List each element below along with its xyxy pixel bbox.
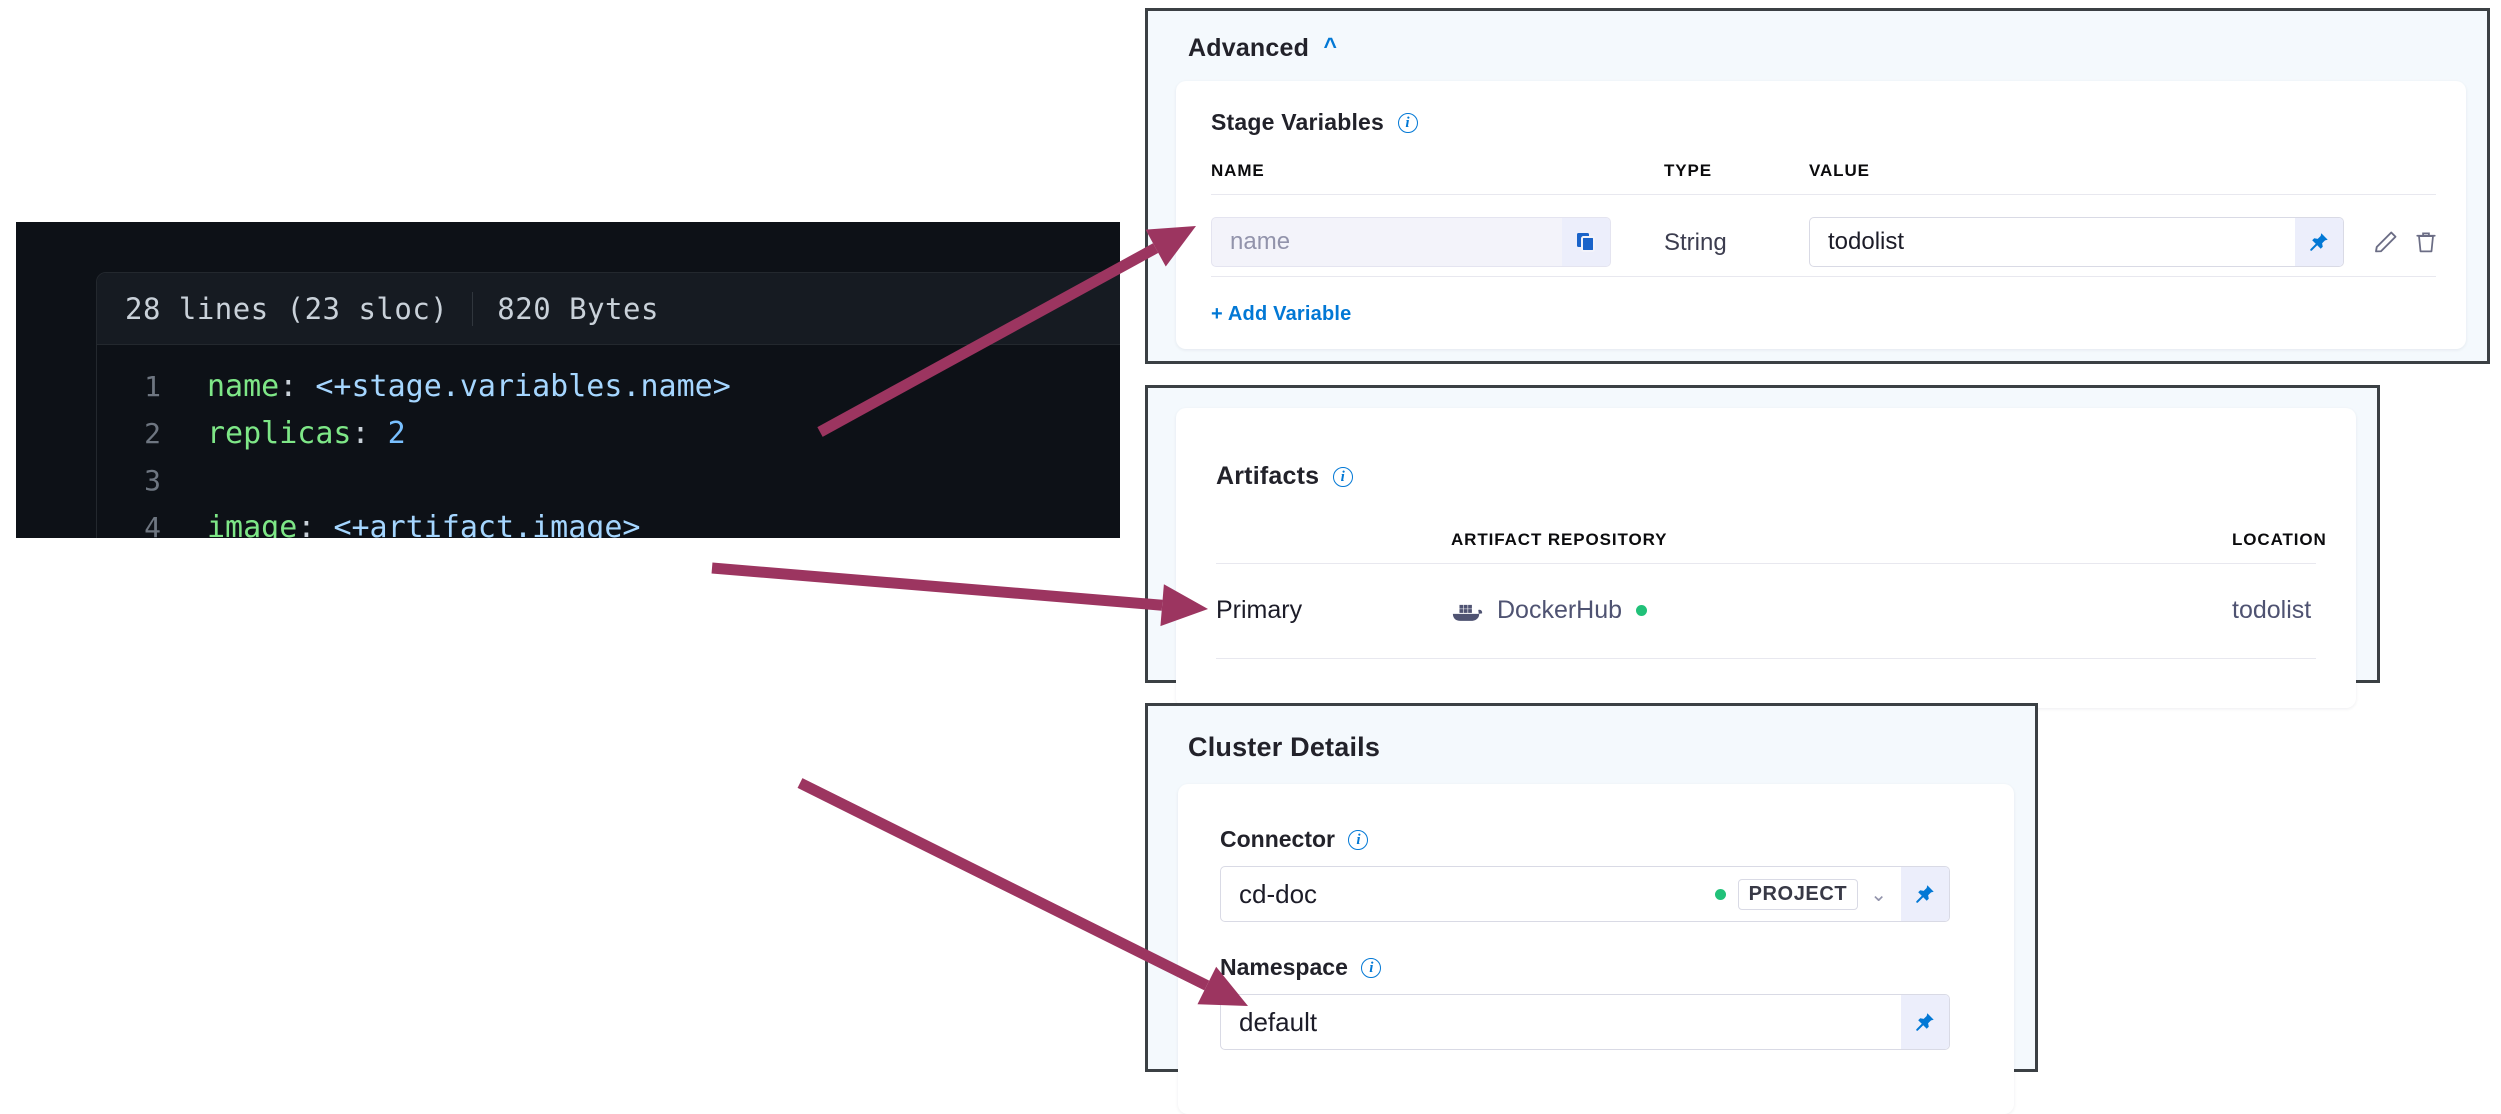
table-row: Primary DockerHub todolis bbox=[1216, 563, 2316, 658]
namespace-label: Namespace bbox=[1220, 954, 1348, 980]
column-header-name: NAME bbox=[1211, 161, 1265, 180]
connector-label: Connector bbox=[1220, 826, 1335, 852]
namespace-value: default bbox=[1239, 1006, 1318, 1037]
info-icon[interactable]: i bbox=[1348, 830, 1369, 850]
pencil-icon bbox=[2375, 231, 2397, 253]
code-viewer-panel: 28 lines (23 sloc) 820 Bytes 1 name: <+st… bbox=[16, 222, 1120, 538]
stage-variables-label-row: Stage Variables i bbox=[1211, 109, 1418, 136]
code-lines-container: 1 name: <+stage.variables.name> 2 replicas:… bbox=[97, 345, 1120, 538]
code-line: 4 image: <+artifact.image> bbox=[97, 504, 1120, 538]
variable-type-value: String bbox=[1664, 229, 1727, 256]
cluster-details-card: Connector i cd-doc PROJECT ⌄ Namespace i bbox=[1178, 784, 2014, 1114]
delete-variable-button[interactable] bbox=[2403, 219, 2449, 265]
line-number: 1 bbox=[144, 370, 161, 403]
code-line: 2 replicas: 2 bbox=[97, 410, 1120, 457]
connector-scope-tag: PROJECT bbox=[1737, 878, 1859, 910]
info-icon[interactable]: i bbox=[1332, 467, 1353, 487]
code-viewer-card: 28 lines (23 sloc) 820 Bytes 1 name: <+st… bbox=[96, 272, 1120, 538]
divider-bottom bbox=[1216, 658, 2316, 659]
divider-top bbox=[1216, 563, 2316, 564]
connector-input[interactable]: cd-doc PROJECT ⌄ bbox=[1220, 866, 1950, 922]
variable-name-input[interactable]: name bbox=[1211, 217, 1611, 267]
chevron-down-icon[interactable]: ⌄ bbox=[1870, 883, 1887, 906]
divider-bottom bbox=[1211, 276, 2436, 277]
line-number: 4 bbox=[144, 511, 161, 538]
divider-top bbox=[1211, 194, 2436, 195]
advanced-title: Advanced bbox=[1188, 34, 1310, 62]
column-header-artifact-repository: ARTIFACT REPOSITORY bbox=[1451, 530, 1668, 549]
advanced-panel: Advanced ^ Stage Variables i NAME TYPE V… bbox=[1145, 8, 2490, 364]
variable-value-input[interactable]: todolist bbox=[1809, 217, 2344, 267]
column-header-location: LOCATION bbox=[2232, 530, 2327, 549]
stage-variables-card: Stage Variables i NAME TYPE VALUE name bbox=[1176, 81, 2466, 349]
code-lines-count: 28 lines (23 sloc) bbox=[125, 291, 449, 326]
chevron-up-icon[interactable]: ^ bbox=[1323, 33, 1337, 59]
edit-variable-button[interactable] bbox=[2363, 219, 2409, 265]
artifacts-card: Artifacts i ARTIFACT REPOSITORY LOCATION… bbox=[1176, 408, 2356, 708]
cluster-details-title: Cluster Details bbox=[1188, 732, 1381, 762]
stage-variables-label: Stage Variables bbox=[1211, 109, 1385, 135]
copy-icon[interactable] bbox=[1562, 218, 1610, 266]
code-line: 1 name: <+stage.variables.name> bbox=[97, 363, 1120, 410]
column-header-type: TYPE bbox=[1664, 161, 1713, 180]
line-number: 3 bbox=[144, 464, 161, 497]
pin-icon[interactable] bbox=[1901, 995, 1949, 1049]
docker-whale-icon bbox=[1452, 604, 1483, 621]
artifact-location: todolist bbox=[2232, 596, 2312, 624]
line-content: replicas: 2 bbox=[207, 416, 406, 451]
connector-value: cd-doc bbox=[1239, 878, 1318, 909]
code-line: 3 bbox=[97, 457, 1120, 504]
pin-icon[interactable] bbox=[1901, 867, 1949, 921]
artifact-repository-cell[interactable]: DockerHub bbox=[1451, 596, 1648, 625]
artifacts-label: Artifacts bbox=[1216, 462, 1320, 490]
arrow-artifact-image bbox=[711, 562, 1208, 627]
info-icon[interactable]: i bbox=[1361, 958, 1382, 978]
status-dot-icon bbox=[1714, 888, 1726, 900]
line-number: 2 bbox=[144, 417, 161, 450]
code-file-meta-bar: 28 lines (23 sloc) 820 Bytes bbox=[97, 273, 1120, 345]
artifacts-label-row: Artifacts i bbox=[1216, 462, 1353, 491]
pin-icon[interactable] bbox=[2295, 218, 2343, 266]
cluster-details-panel: Cluster Details Connector i cd-doc PROJE… bbox=[1145, 703, 2038, 1114]
artifact-kind: Primary bbox=[1216, 596, 1303, 624]
advanced-header[interactable]: Advanced ^ bbox=[1188, 33, 1337, 63]
code-file-size: 820 Bytes bbox=[497, 291, 659, 326]
trash-icon bbox=[2416, 232, 2436, 253]
namespace-input[interactable]: default bbox=[1220, 994, 1950, 1050]
variable-name-text: name bbox=[1230, 228, 1291, 255]
line-content: name: <+stage.variables.name> bbox=[207, 369, 731, 404]
add-variable-link[interactable]: + Add Variable bbox=[1211, 303, 1352, 325]
artifact-repository-name: DockerHub bbox=[1497, 596, 1623, 624]
info-icon[interactable]: i bbox=[1397, 113, 1418, 133]
line-content: image: <+artifact.image> bbox=[207, 510, 641, 538]
namespace-label-row: Namespace i bbox=[1220, 954, 1382, 981]
cluster-details-header: Cluster Details bbox=[1188, 732, 1380, 763]
screenshot-stage: 28 lines (23 sloc) 820 Bytes 1 name: <+st… bbox=[16, 8, 2490, 1114]
variable-value-text: todolist bbox=[1828, 228, 1905, 255]
status-dot-icon bbox=[1636, 605, 1648, 616]
artifacts-panel: Artifacts i ARTIFACT REPOSITORY LOCATION… bbox=[1145, 385, 2380, 708]
table-row: name String todolist bbox=[1211, 209, 2436, 273]
connector-label-row: Connector i bbox=[1220, 826, 1369, 853]
column-header-value: VALUE bbox=[1809, 161, 1870, 180]
meta-divider bbox=[472, 291, 474, 326]
